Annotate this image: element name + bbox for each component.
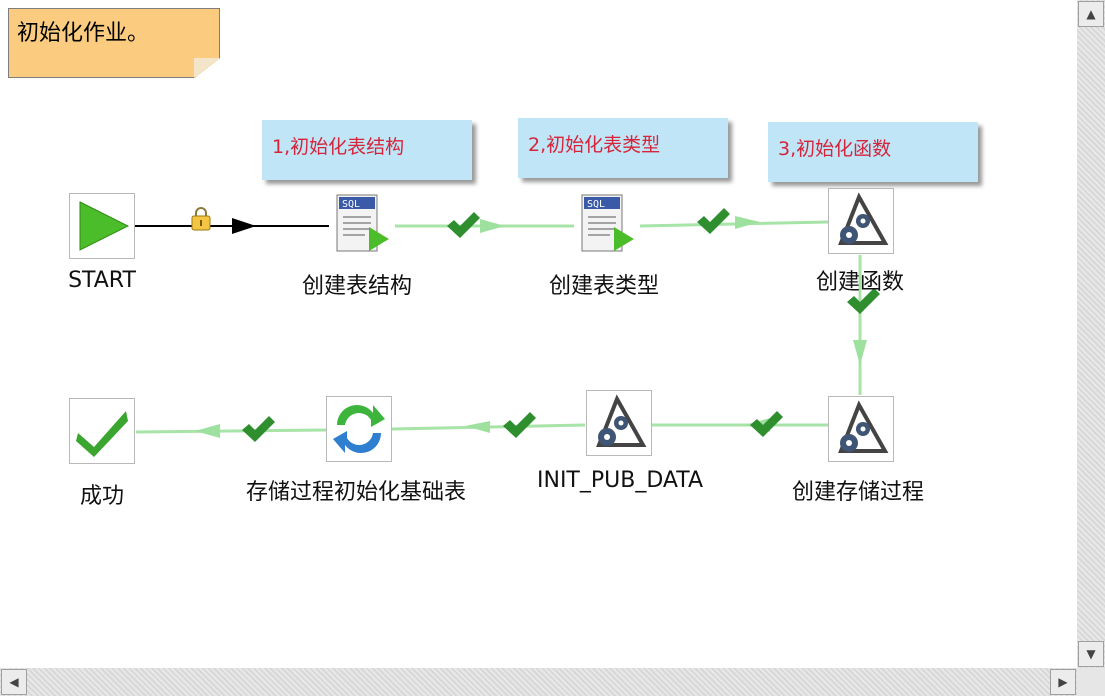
transformation-gears-icon — [596, 394, 647, 447]
lock-icon — [191, 207, 211, 231]
success-check-icon — [76, 411, 128, 457]
success-node[interactable] — [69, 398, 135, 464]
create-function-label: 创建函数 — [815, 270, 905, 295]
create-procedure-label: 创建存储过程 — [791, 480, 925, 505]
success-label: 成功 — [79, 484, 125, 509]
hop-check-icons — [242, 208, 880, 442]
svg-text:SQL: SQL — [587, 199, 605, 210]
chevron-up-icon: ▲ — [1086, 7, 1096, 21]
step-note-text: 2,初始化表类型 — [528, 134, 661, 156]
sql-script-icon: SQL — [581, 194, 634, 252]
scroll-left-button[interactable]: ◀ — [1, 669, 27, 695]
init-pub-data-node[interactable] — [586, 390, 652, 456]
step-note-2[interactable]: 2,初始化表类型 — [518, 118, 728, 178]
create-table-type-node[interactable]: SQL — [574, 193, 640, 259]
chevron-right-icon: ▶ — [1058, 675, 1068, 689]
chevron-down-icon: ▼ — [1086, 647, 1096, 661]
step-note-text: 3,初始化函数 — [778, 138, 892, 160]
sql-script-icon: SQL — [336, 194, 389, 252]
hop-lines — [134, 207, 880, 442]
create-procedure-node[interactable] — [828, 396, 894, 462]
step-note-3[interactable]: 3,初始化函数 — [768, 122, 978, 182]
scroll-up-button[interactable]: ▲ — [1078, 1, 1104, 27]
scroll-right-button[interactable]: ▶ — [1050, 669, 1076, 695]
procedure-init-base-node[interactable] — [326, 396, 392, 462]
job-canvas[interactable]: 初始化作业。 1,初始化表结构 2,初始化表类型 3,初始化函数 START S… — [0, 0, 1077, 668]
vertical-scrollbar[interactable]: ▲ ▼ — [1077, 0, 1105, 668]
scroll-down-button[interactable]: ▼ — [1078, 641, 1104, 667]
procedure-init-base-label: 存储过程初始化基础表 — [245, 480, 467, 505]
chevron-left-icon: ◀ — [9, 675, 19, 689]
horizontal-scrollbar[interactable]: ◀ ▶ — [0, 668, 1077, 696]
create-function-node[interactable] — [828, 188, 894, 254]
transformation-gears-icon — [838, 192, 889, 245]
create-table-type-label: 创建表类型 — [548, 274, 660, 299]
scrollbar-corner — [1077, 668, 1105, 696]
start-label: START — [68, 268, 136, 293]
hop-start-to-create-table-structure — [134, 218, 330, 234]
svg-text:SQL: SQL — [342, 199, 360, 210]
step-note-text: 1,初始化表结构 — [272, 136, 405, 158]
transformation-gears-icon — [838, 400, 889, 453]
job-description-text: 初始化作业。 — [17, 21, 150, 46]
init-pub-data-label: INIT_PUB_DATA — [536, 468, 704, 493]
create-table-structure-node[interactable]: SQL — [329, 193, 395, 259]
refresh-arrows-icon — [333, 405, 385, 453]
step-note-1[interactable]: 1,初始化表结构 — [262, 120, 472, 180]
start-node[interactable] — [69, 193, 135, 259]
job-description-note[interactable]: 初始化作业。 — [8, 8, 220, 78]
create-table-structure-label: 创建表结构 — [301, 274, 413, 299]
start-play-icon — [79, 201, 130, 251]
